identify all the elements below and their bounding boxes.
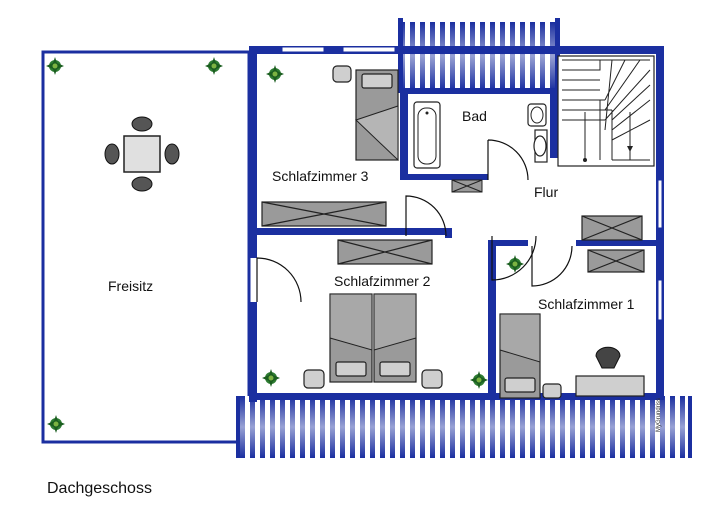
table-icon [123, 135, 161, 173]
bed-icon [355, 69, 399, 162]
staircase-icon [557, 55, 655, 167]
toilet-icon [533, 129, 548, 163]
wardrobe-icon [261, 201, 387, 227]
nightstand [332, 65, 352, 83]
bed-icon [499, 313, 541, 399]
room-label-hall: Flur [534, 184, 558, 200]
room-label-bedroom1: Schlafzimmer 1 [538, 296, 635, 312]
bed-icon [329, 293, 417, 383]
room-label-terrace: Freisitz [108, 278, 153, 294]
sink-icon [527, 103, 547, 127]
walls [236, 18, 692, 458]
desk-icon [575, 346, 645, 397]
nightstand [421, 369, 443, 389]
balcony-bottom [236, 396, 692, 458]
balcony-top [403, 22, 555, 90]
bathtub-icon [413, 101, 441, 169]
room-label-bedroom2: Schlafzimmer 2 [334, 273, 431, 289]
terrace-area [41, 50, 251, 444]
watermark: MyGrundriss [656, 398, 662, 432]
plan-caption: Dachgeschoss [47, 480, 152, 497]
room-label-bath: Bad [462, 108, 487, 124]
door-swing-icon [256, 139, 573, 303]
nightstand [542, 383, 562, 399]
nightstand [303, 369, 325, 389]
wardrobe-icon [337, 179, 645, 273]
room-label-bedroom3: Schlafzimmer 3 [272, 168, 369, 184]
chair-icon [104, 116, 180, 192]
